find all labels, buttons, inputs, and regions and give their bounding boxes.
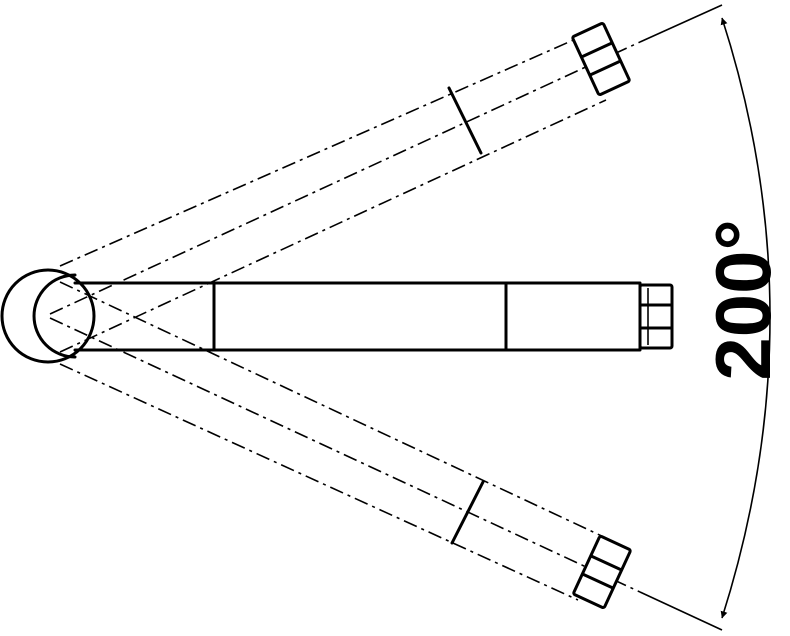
upper-phantom-edge-top bbox=[59, 37, 579, 267]
lower-centerline bbox=[49, 317, 641, 593]
lower-phantom-edge-top bbox=[59, 281, 607, 539]
dimension-extension-bottom bbox=[639, 591, 723, 631]
lower-segment-joint bbox=[450, 480, 485, 545]
swing-angle-label: 200° bbox=[699, 219, 787, 380]
upper-aerator-nut bbox=[571, 21, 631, 97]
spout-upper-position bbox=[49, 21, 641, 353]
lower-phantom-edge-bottom bbox=[59, 363, 579, 601]
swing-angle-dimension: 200° bbox=[639, 4, 787, 631]
upper-segment-joint bbox=[447, 86, 483, 155]
spout-body bbox=[73, 281, 642, 352]
upper-centerline bbox=[49, 41, 641, 315]
base-outer-ring bbox=[0, 268, 96, 364]
spout-center-position bbox=[73, 281, 674, 352]
base-inner-arc bbox=[32, 273, 77, 359]
aerator-nut bbox=[638, 283, 674, 350]
faucet-base bbox=[0, 268, 96, 364]
spout-lower-position bbox=[49, 281, 641, 610]
dimension-arc-arrow bbox=[720, 17, 771, 619]
dimension-extension-top bbox=[639, 4, 723, 43]
upper-phantom-edge-bottom bbox=[59, 99, 607, 353]
lower-aerator-nut bbox=[572, 534, 632, 610]
